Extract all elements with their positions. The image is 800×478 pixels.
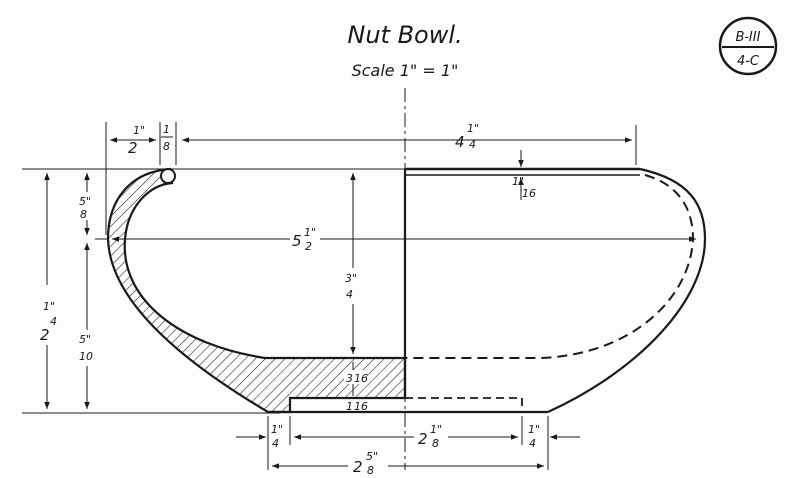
- svg-text:1": 1": [467, 122, 479, 135]
- svg-text:4: 4: [50, 315, 57, 328]
- svg-text:16: 16: [354, 400, 368, 413]
- badge-bottom: 4-C: [737, 54, 760, 69]
- svg-text:16: 16: [522, 187, 536, 200]
- svg-text:1": 1": [304, 226, 316, 239]
- scale-label: Scale 1" = 1": [352, 61, 459, 80]
- dim-foot-row: 1" 4 2 1" 8 1" 4 2 5" 8: [236, 416, 580, 477]
- svg-text:1": 1": [430, 423, 442, 436]
- svg-text:1": 1": [133, 124, 145, 137]
- svg-text:5: 5: [292, 232, 302, 250]
- dim-rim-depth: 1" 16: [512, 150, 536, 200]
- svg-text:10: 10: [79, 350, 93, 363]
- svg-text:1": 1": [271, 423, 283, 436]
- svg-text:5": 5": [79, 333, 91, 346]
- badge-top: B-III: [736, 30, 761, 45]
- svg-text:2: 2: [40, 326, 50, 344]
- svg-text:1": 1": [528, 423, 540, 436]
- svg-text:2: 2: [305, 240, 312, 253]
- dim-bottom-thickness: 3 16 1 16: [344, 362, 368, 413]
- dim-diameter: 5 1" 2: [112, 226, 696, 253]
- svg-text:4: 4: [469, 138, 476, 151]
- svg-text:2: 2: [353, 458, 363, 476]
- svg-text:8: 8: [163, 140, 170, 153]
- svg-text:8: 8: [432, 437, 439, 450]
- svg-text:3: 3: [346, 372, 353, 385]
- svg-text:8: 8: [367, 464, 374, 477]
- dim-left-rim: 2 1": [105, 122, 161, 235]
- svg-text:2: 2: [418, 430, 428, 448]
- inner-contour-hidden: [405, 174, 695, 359]
- svg-text:4: 4: [529, 437, 536, 450]
- svg-text:5": 5": [79, 195, 91, 208]
- svg-text:4: 4: [272, 437, 279, 450]
- dim-right-width: 4 1" 4: [182, 122, 637, 165]
- title: Nut Bowl.: [347, 21, 462, 49]
- svg-text:4: 4: [455, 133, 465, 151]
- svg-text:16: 16: [354, 372, 368, 385]
- dim-upper-height: 5" 8: [78, 173, 98, 235]
- svg-text:4: 4: [346, 288, 353, 301]
- svg-text:5": 5": [366, 450, 378, 463]
- svg-text:2: 2: [128, 139, 138, 157]
- svg-text:3": 3": [345, 272, 357, 285]
- dim-inner-depth: 3" 4: [343, 173, 365, 354]
- sheet-badge: B-III 4-C: [718, 16, 778, 76]
- svg-text:8: 8: [80, 208, 87, 221]
- svg-text:1": 1": [512, 175, 524, 188]
- dim-rim-thickness: 1 8: [161, 122, 177, 165]
- svg-text:1: 1: [346, 400, 353, 413]
- section-wall: [106, 167, 407, 414]
- svg-text:1: 1: [163, 123, 170, 136]
- dim-total-height: 2 1" 4: [36, 173, 60, 409]
- rim-bead: [160, 168, 176, 184]
- outer-contour-right: [547, 167, 707, 414]
- svg-text:1": 1": [43, 300, 55, 313]
- dim-lower-height: 5" 10: [77, 243, 99, 409]
